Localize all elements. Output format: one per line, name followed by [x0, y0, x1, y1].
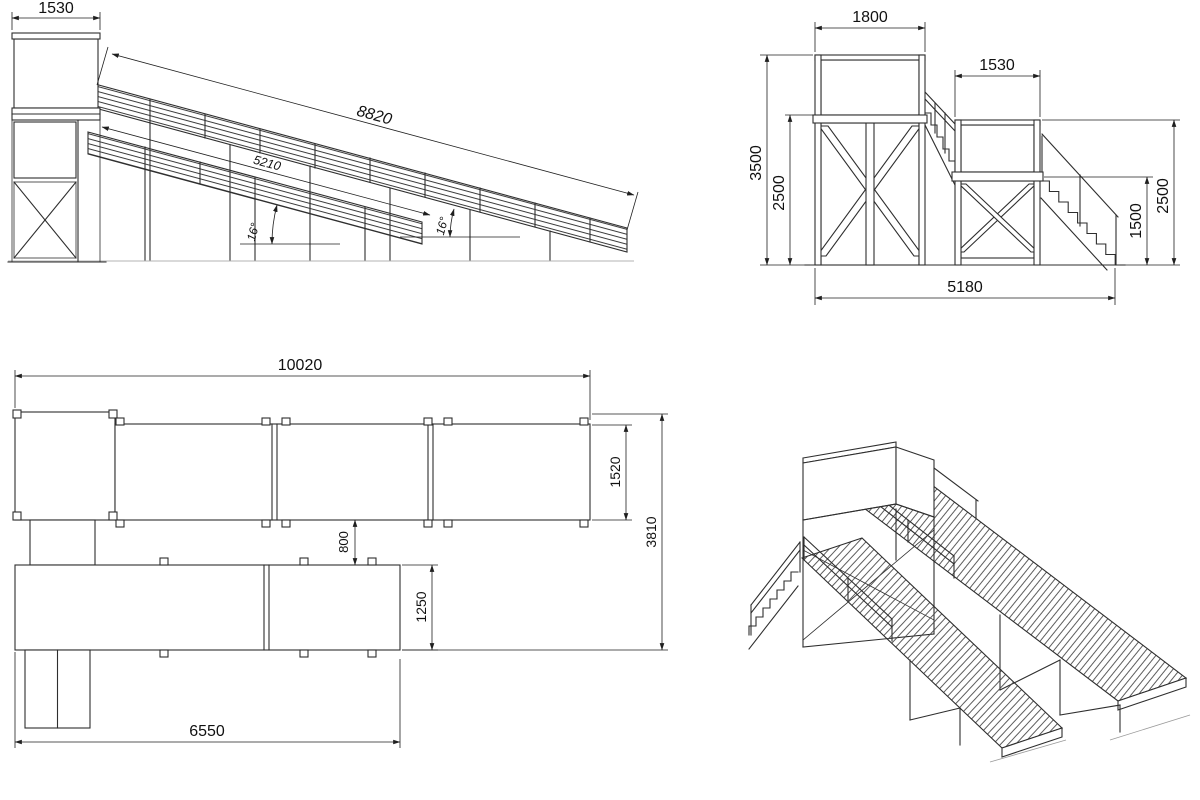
dim-front-platform-width: 1530 — [954, 57, 1041, 117]
dim-front-height-total: 3500 — [748, 54, 813, 266]
dim-side-angle-long: 16° — [400, 208, 520, 238]
dim-plan-ramp2-length: 6550 — [14, 652, 401, 748]
dim-side-slope-long: 8820 — [96, 46, 639, 231]
front-middle-stair — [924, 91, 956, 186]
dim-plan-ramp2-width: 1250 — [402, 564, 438, 651]
side-elevation-view: 1530 8820 5210 16° 16° — [7, 0, 639, 263]
dim-label-plan-800: 800 — [336, 531, 351, 553]
plan-entry-stairs — [24, 649, 91, 729]
dim-label-front-2500-left: 2500 — [771, 175, 788, 211]
front-right-stair — [1039, 133, 1119, 271]
dim-plan-total-width: 3810 — [402, 413, 668, 651]
front-elevation-view: 1800 1530 3500 2500 1500 — [748, 9, 1180, 305]
dim-label-front-1530: 1530 — [979, 57, 1015, 74]
dim-front-base-length: 5180 — [814, 268, 1116, 305]
dim-label-plan-6550: 6550 — [189, 723, 225, 740]
dim-label-front-2500-right: 2500 — [1155, 178, 1172, 214]
iso-ground-shadows — [989, 714, 1191, 763]
side-tower — [7, 32, 107, 263]
dim-front-platform-total: 2500 — [1042, 119, 1180, 266]
plan-stair-landing — [29, 519, 96, 566]
dim-plan-ramp-width: 1520 — [592, 424, 632, 521]
dim-side-angle-short: 16° — [240, 204, 340, 245]
dim-label-plan-3810: 3810 — [643, 516, 659, 547]
dim-label-plan-1250: 1250 — [413, 591, 429, 622]
iso-short-ramp — [800, 536, 1064, 758]
dim-label-side-1530: 1530 — [38, 0, 74, 17]
isometric-view — [748, 441, 1191, 763]
dim-label-front-1800: 1800 — [852, 9, 888, 26]
front-tower — [812, 54, 928, 266]
dim-label-plan-1520: 1520 — [607, 456, 623, 487]
dim-label-front-1500: 1500 — [1128, 203, 1145, 239]
plan-view: 10020 1520 3810 800 1250 — [12, 357, 668, 748]
dim-front-tower-width: 1800 — [814, 9, 926, 52]
dim-plan-lane-gap: 800 — [336, 519, 358, 566]
dim-label-angle-long: 16° — [433, 215, 451, 236]
dim-label-plan-10020: 10020 — [278, 357, 323, 374]
dim-front-platform-height: 1500 — [1044, 176, 1180, 266]
dim-label-front-5180: 5180 — [947, 279, 983, 296]
iso-entry-stairs — [748, 541, 801, 650]
dim-label-angle-short: 16° — [244, 221, 262, 242]
plan-lower-ramp — [14, 557, 401, 658]
dim-front-height-deck: 2500 — [771, 114, 813, 266]
front-platform — [951, 119, 1044, 266]
dim-side-tower-width: 1530 — [11, 0, 101, 30]
dim-label-front-3500: 3500 — [748, 145, 765, 181]
dim-plan-total-length: 10020 — [14, 357, 591, 420]
plan-upper-ramp — [12, 409, 591, 528]
